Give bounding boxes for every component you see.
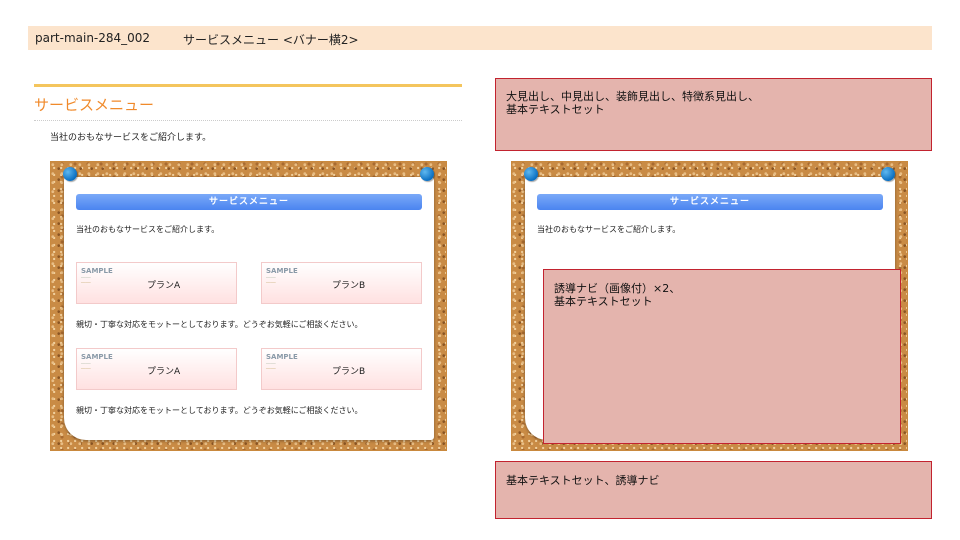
- pushpin-icon: [63, 167, 77, 181]
- section-heading: サービスメニュー: [34, 94, 462, 121]
- sample-thumb-line: ────: [81, 275, 91, 280]
- sample-thumb-line: ────: [266, 280, 276, 285]
- banner-label: プランB: [332, 281, 366, 291]
- banner-label: プランA: [147, 367, 181, 377]
- sample-thumb-label: SAMPLE: [81, 353, 113, 361]
- note-line: 基本テキストセット、誘導ナビ: [506, 474, 660, 487]
- banner-plan-a[interactable]: SAMPLE ──── ──── プランA: [76, 348, 237, 390]
- part-title: サービスメニュー <バナー横2>: [183, 33, 359, 47]
- annotation-note-middle: 誘導ナビ（画像付）×2、 基本テキストセット: [543, 269, 901, 444]
- paper-card: サービスメニュー 当社のおもなサービスをご紹介します。 SAMPLE ──── …: [64, 177, 434, 440]
- sample-thumb-line: ────: [81, 280, 91, 285]
- pushpin-icon: [524, 167, 538, 181]
- sample-thumbnail: SAMPLE ──── ────: [266, 353, 298, 385]
- sample-thumbnail: SAMPLE ──── ────: [81, 267, 113, 299]
- note-line: 基本テキストセット: [506, 103, 605, 116]
- heading-accent-line: [34, 84, 462, 87]
- note-line: 誘導ナビ（画像付）×2、: [554, 282, 681, 295]
- section-intro: 当社のおもなサービスをご紹介します。: [50, 133, 212, 143]
- pushpin-icon: [881, 167, 895, 181]
- banner-plan-b[interactable]: SAMPLE ──── ──── プランB: [261, 348, 422, 390]
- banner-plan-b[interactable]: SAMPLE ──── ──── プランB: [261, 262, 422, 304]
- corkboard-left: サービスメニュー 当社のおもなサービスをご紹介します。 SAMPLE ──── …: [50, 161, 447, 451]
- sample-thumb-label: SAMPLE: [81, 267, 113, 275]
- card-title-bar: サービスメニュー: [76, 194, 422, 210]
- banner-label: プランA: [147, 281, 181, 291]
- corkboard-right: サービスメニュー 当社のおもなサービスをご紹介します。 誘導ナビ（画像付）×2、…: [511, 161, 908, 451]
- sample-thumb-line: ────: [266, 361, 276, 366]
- banner-plan-a[interactable]: SAMPLE ──── ──── プランA: [76, 262, 237, 304]
- note-line: 大見出し、中見出し、装飾見出し、特徴系見出し、: [506, 90, 759, 103]
- sample-thumb-label: SAMPLE: [266, 267, 298, 275]
- sample-thumbnail: SAMPLE ──── ────: [266, 267, 298, 299]
- annotation-note-top: 大見出し、中見出し、装飾見出し、特徴系見出し、 基本テキストセット: [495, 78, 932, 151]
- pushpin-icon: [420, 167, 434, 181]
- paper-card: サービスメニュー 当社のおもなサービスをご紹介します。 誘導ナビ（画像付）×2、…: [525, 177, 901, 444]
- card-intro: 当社のおもなサービスをご紹介します。: [537, 225, 681, 234]
- body-text: 親切・丁寧な対応をモットーとしております。どうぞお気軽にご相談ください。: [76, 320, 363, 329]
- sample-thumb-label: SAMPLE: [266, 353, 298, 361]
- card-intro: 当社のおもなサービスをご紹介します。: [76, 225, 220, 234]
- sample-thumbnail: SAMPLE ──── ────: [81, 353, 113, 385]
- part-code: part-main-284_002: [35, 31, 151, 45]
- header-bar: part-main-284_002 サービスメニュー <バナー横2>: [28, 26, 932, 50]
- banner-label: プランB: [332, 367, 366, 377]
- sample-thumb-line: ────: [81, 366, 91, 371]
- card-title-bar: サービスメニュー: [537, 194, 883, 210]
- section-heading-block: サービスメニュー: [34, 84, 462, 121]
- sample-thumb-line: ────: [266, 275, 276, 280]
- sample-thumb-line: ────: [81, 361, 91, 366]
- annotation-note-bottom: 基本テキストセット、誘導ナビ: [495, 461, 932, 519]
- note-line: 基本テキストセット: [554, 295, 653, 308]
- sample-thumb-line: ────: [266, 366, 276, 371]
- body-text: 親切・丁寧な対応をモットーとしております。どうぞお気軽にご相談ください。: [76, 406, 363, 415]
